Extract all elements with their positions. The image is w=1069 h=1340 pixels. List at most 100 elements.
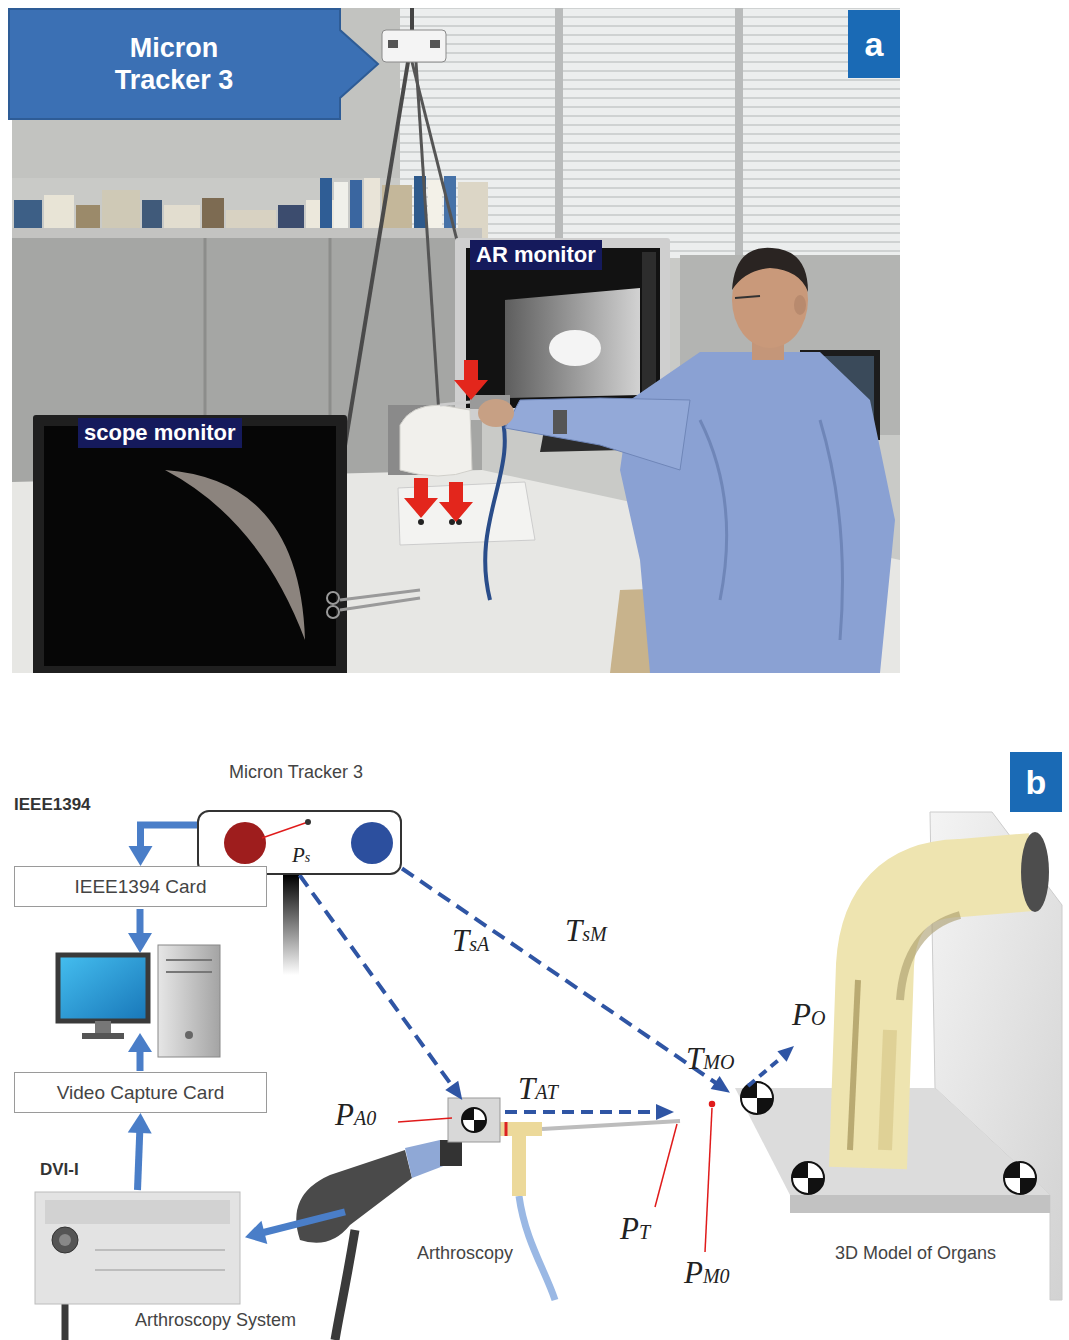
transform-symbol: TsA xyxy=(452,922,489,959)
transform-arrows-part xyxy=(748,1057,782,1086)
panel-badge: b xyxy=(1010,752,1062,812)
person xyxy=(478,248,895,673)
tripod-part xyxy=(388,40,398,48)
connector xyxy=(245,1212,345,1244)
forceps xyxy=(327,590,420,618)
device-heading: Micron Tracker 3 xyxy=(229,762,363,783)
point-symbol: PA0 xyxy=(335,1096,376,1133)
device-area: Arthroscopy xyxy=(345,1100,690,1272)
organ-model-part xyxy=(885,1030,890,1150)
photo-label: scope monitor xyxy=(78,418,242,448)
transform-arrows-part xyxy=(656,1104,674,1120)
tracker-camera-right xyxy=(351,822,393,864)
arthroscopy-system-unit-part xyxy=(59,1234,71,1246)
connector xyxy=(402,869,730,1093)
ar-monitor-part xyxy=(549,330,601,366)
arthroscope-part xyxy=(500,1122,542,1136)
red-pointer-arrows xyxy=(404,360,488,522)
person-part xyxy=(553,410,567,434)
arthroscope-part xyxy=(512,1136,526,1196)
organ-model-part xyxy=(1020,1178,1036,1194)
box-text: IEEE1394 Card xyxy=(74,876,206,898)
organ-model-part xyxy=(1004,1162,1036,1194)
arthroscopy-system-unit-part xyxy=(35,1192,240,1304)
arthroscopy-system-unit-part xyxy=(45,1200,230,1224)
model-area: 3D Model of Organs xyxy=(730,800,1050,1272)
arthroscope-part xyxy=(335,1230,355,1340)
box-text: Video Capture Card xyxy=(57,1082,225,1104)
ar-monitor-part xyxy=(466,248,660,408)
point-leader-lines-part xyxy=(705,1108,712,1252)
link-arrows-part xyxy=(137,1050,144,1071)
arthroscope-part xyxy=(474,1120,486,1132)
arthroscope xyxy=(296,1098,680,1340)
person-part xyxy=(478,399,514,427)
organ-model-part xyxy=(741,1082,773,1114)
organ-model-part xyxy=(1004,1162,1020,1178)
lab-photo-part xyxy=(555,8,563,258)
photo-label: AR monitor xyxy=(470,240,602,270)
link-arrows-part xyxy=(128,933,152,953)
arthroscope-part xyxy=(519,1196,555,1300)
person-part xyxy=(794,295,806,315)
connector xyxy=(128,1113,152,1190)
computer-icon-part xyxy=(82,1033,124,1039)
connector-line xyxy=(402,869,718,1085)
person-part xyxy=(700,420,843,640)
connector-line xyxy=(138,1129,140,1190)
red-pointer-arrows-part xyxy=(454,360,488,400)
organ-model-part xyxy=(868,872,1032,1168)
tripod-part xyxy=(430,40,440,48)
model-caption: 3D Model of Organs xyxy=(835,1243,996,1264)
computer-icon-part xyxy=(185,1031,193,1039)
computer-icon-part xyxy=(166,959,212,961)
point-symbol: Ps xyxy=(292,843,310,868)
red-pointer-arrows-part xyxy=(404,478,438,518)
arthroscope-part xyxy=(405,1140,446,1178)
lab-photo-part xyxy=(400,8,900,258)
point-leader-lines-part xyxy=(655,1124,677,1207)
organ-model-part xyxy=(1021,832,1049,912)
callout-arrow-fill xyxy=(9,9,378,119)
red-pointer-arrows-part xyxy=(439,482,473,522)
port-label: IEEE1394 xyxy=(14,795,91,815)
arthroscopy-system-unit-part xyxy=(95,1269,225,1271)
arthroscope-part xyxy=(505,1122,508,1136)
computer-icon-part xyxy=(95,1021,111,1033)
phantom-part xyxy=(400,405,472,476)
device-caption: Arthroscopy xyxy=(417,1243,513,1264)
arthroscope-part xyxy=(440,1140,462,1166)
origin-leader xyxy=(262,822,308,838)
ar-monitor-part xyxy=(505,288,640,398)
photo-label-text: scope monitor xyxy=(84,420,236,446)
organ-model-part xyxy=(850,980,858,1150)
person-part xyxy=(735,296,760,298)
arrow-head xyxy=(711,1076,730,1093)
ar-monitor-part xyxy=(642,252,656,402)
scope-monitor xyxy=(33,415,347,673)
transform-symbol: TMO xyxy=(686,1040,734,1077)
organ-model-part xyxy=(808,1178,824,1194)
scope-monitor-part xyxy=(33,415,347,673)
connector xyxy=(300,875,463,1100)
scope-in-hand-part xyxy=(485,410,505,600)
process-box: Video Capture Card xyxy=(14,1072,267,1113)
organ-model-part xyxy=(757,1098,773,1114)
connector-line xyxy=(261,1212,345,1233)
cubicle-partition-part xyxy=(12,228,482,238)
arthroscope-part xyxy=(542,1121,680,1129)
callout-arrow: Micron Tracker 3 xyxy=(8,8,380,120)
device-area: Arthroscopy System xyxy=(30,1190,245,1308)
computer-icon-part xyxy=(58,955,148,1021)
process-box: IEEE1394 Card xyxy=(14,866,267,907)
organ-model-part xyxy=(792,1162,824,1194)
point-leader-lines xyxy=(398,1102,715,1253)
origin-point xyxy=(305,819,311,825)
callout-text: Micron Tracker 3 xyxy=(8,8,340,120)
forceps-part xyxy=(340,598,420,610)
arthroscope-part xyxy=(462,1108,486,1132)
person-part xyxy=(505,398,690,470)
link-arrows-part xyxy=(128,1033,152,1052)
